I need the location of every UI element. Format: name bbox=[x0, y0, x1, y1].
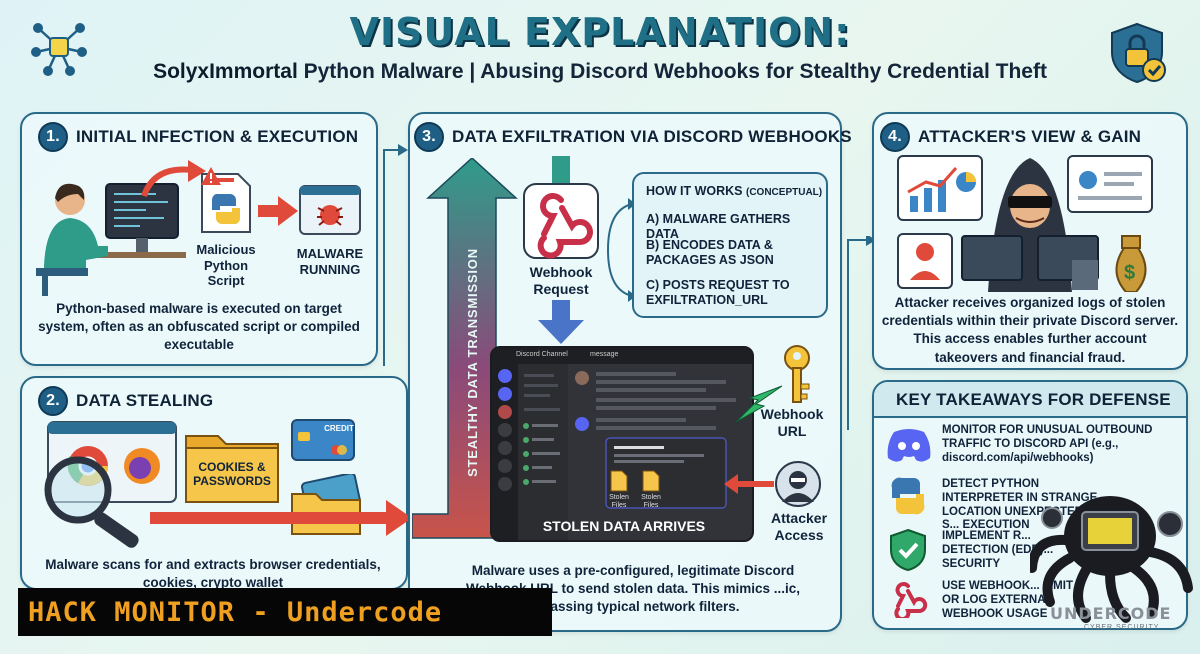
panel1-header: 1. INITIAL INFECTION & EXECUTION bbox=[38, 122, 358, 152]
attacker-arrow-icon bbox=[724, 474, 774, 494]
money-bag-icon: $ bbox=[1124, 262, 1136, 284]
discord-titlebar: Discord Channel message bbox=[492, 348, 752, 364]
webhook-small-icon bbox=[894, 582, 928, 618]
panel2-header: 2. DATA STEALING bbox=[38, 386, 213, 416]
discord-message-tab: message bbox=[590, 351, 619, 358]
watermark-sub: CYBER SECURITY bbox=[1084, 624, 1160, 631]
panel3-header: 3. DATA EXFILTRATION VIA DISCORD WEBHOOK… bbox=[414, 122, 852, 152]
right-arrow-icon bbox=[258, 196, 298, 226]
banner-text: HACK MONITOR - Undercode bbox=[28, 596, 443, 628]
shield-lock-icon bbox=[1104, 20, 1170, 91]
step-number: 2. bbox=[38, 386, 68, 416]
stolen-file-label: Stolen Files bbox=[641, 494, 661, 509]
curved-arrow-icon bbox=[141, 160, 206, 198]
discord-window: Discord Channel message Stolen Files Sto… bbox=[490, 346, 754, 542]
malicious-script-label: Malicious Python Script bbox=[196, 242, 256, 289]
panel1-title: INITIAL INFECTION & EXECUTION bbox=[76, 127, 359, 146]
stealth-label-wrap: STEALTHY DATA TRANSMISSION bbox=[462, 232, 482, 492]
discord-logo-icon bbox=[887, 429, 931, 462]
webhook-logo-icon bbox=[522, 182, 600, 265]
cookies-passwords-label: COOKIES & PASSWORDS bbox=[193, 460, 271, 489]
user-at-computer-illustration bbox=[36, 176, 186, 301]
how-step-c: C) POSTS REQUEST TO EXFILTRATION_URL bbox=[646, 278, 790, 307]
subtitle-brand: SolyxImmortal bbox=[153, 60, 298, 83]
discord-messages bbox=[568, 364, 752, 540]
panel3-title: DATA EXFILTRATION VIA DISCORD WEBHOOKS bbox=[452, 127, 852, 146]
cookies-passwords-folder-icon bbox=[184, 426, 280, 509]
green-down-arrow-icon bbox=[552, 156, 570, 184]
panel5-title: KEY TAKEAWAYS FOR DEFENSE bbox=[896, 390, 1171, 409]
panel1-caption: Python-based malware is executed on targ… bbox=[38, 301, 360, 353]
discord-sidebar bbox=[492, 364, 518, 540]
stealth-transmission-label: STEALTHY DATA TRANSMISSION bbox=[464, 247, 480, 477]
takeaway-webhook: USE WEBHOOK... LIMIT OR LOG EXTERNAL WEB… bbox=[942, 580, 1073, 620]
page-subtitle: SolyxImmortal Python Malware | Abusing D… bbox=[0, 60, 1200, 84]
step-number: 4. bbox=[880, 122, 910, 152]
exfil-arrow-icon bbox=[150, 500, 412, 536]
takeaway-edr: IMPLEMENT R... DETECTION (EDR)... SECURI… bbox=[942, 530, 1054, 570]
key-icon bbox=[780, 344, 814, 411]
credit-card-label: CREDIT bbox=[324, 424, 354, 433]
how-step-b: B) ENCODES DATA & PACKAGES AS JSON bbox=[646, 238, 774, 267]
attacker-access-label: Attacker Access bbox=[770, 510, 828, 543]
panel2-title: DATA STEALING bbox=[76, 391, 214, 410]
panel4-caption: Attacker receives organized logs of stol… bbox=[881, 295, 1179, 365]
page-title: VISUAL EXPLANATION: bbox=[349, 10, 851, 54]
stolen-data-arrives-label: STOLEN DATA ARRIVES bbox=[542, 518, 706, 534]
panel2-caption: Malware scans for and extracts browser c… bbox=[45, 557, 381, 591]
attacker-workstation-illustration bbox=[896, 152, 1176, 297]
webhook-url-label: Webhook URL bbox=[760, 406, 824, 439]
credit-card-icon bbox=[290, 418, 356, 467]
shield-check-icon bbox=[890, 528, 926, 572]
python-logo-icon bbox=[891, 477, 925, 515]
panel5-header-bar bbox=[874, 382, 1186, 418]
bracket-connector bbox=[606, 198, 636, 302]
takeaway-monitor: MONITOR FOR UNUSUAL OUTBOUND TRAFFIC TO … bbox=[942, 424, 1153, 464]
network-icon bbox=[28, 16, 90, 83]
how-step-a: A) MALWARE GATHERS DATA bbox=[646, 212, 791, 241]
webhook-request-label: Webhook Request bbox=[529, 264, 593, 297]
discord-channel-list bbox=[518, 364, 568, 540]
panel4-header: 4. ATTACKER'S VIEW & GAIN bbox=[880, 122, 1141, 152]
stolen-file-label: Stolen Files bbox=[609, 494, 629, 509]
how-it-works-box: HOW IT WORKS (CONCEPTUAL) A) MALWARE GAT… bbox=[632, 172, 828, 318]
malware-running-label: MALWARE RUNNING bbox=[296, 246, 364, 277]
connector-arrow-icon bbox=[383, 144, 408, 366]
stolen-file-icon bbox=[610, 470, 628, 492]
hack-monitor-banner: HACK MONITOR - Undercode bbox=[18, 588, 552, 636]
panel4-title: ATTACKER'S VIEW & GAIN bbox=[918, 127, 1142, 146]
lightning-icon bbox=[735, 385, 783, 423]
magnifier-icon bbox=[36, 450, 186, 555]
step-number: 3. bbox=[414, 122, 444, 152]
blue-down-arrow-icon bbox=[538, 300, 584, 344]
attacker-avatar-icon bbox=[774, 460, 822, 513]
how-it-works-title: HOW IT WORKS (CONCEPTUAL) bbox=[646, 184, 823, 198]
python-script-file-icon bbox=[198, 170, 254, 241]
subtitle-text: Python Malware | Abusing Discord Webhook… bbox=[303, 60, 1047, 83]
discord-channel-label: Discord Channel bbox=[516, 351, 568, 358]
warning-icon bbox=[201, 167, 221, 185]
watermark-brand: UNDERCODE bbox=[1050, 604, 1172, 623]
malware-window-icon bbox=[298, 184, 362, 241]
step-number: 1. bbox=[38, 122, 68, 152]
stolen-file-icon bbox=[642, 470, 660, 492]
undercode-mascot-icon bbox=[1027, 478, 1198, 633]
